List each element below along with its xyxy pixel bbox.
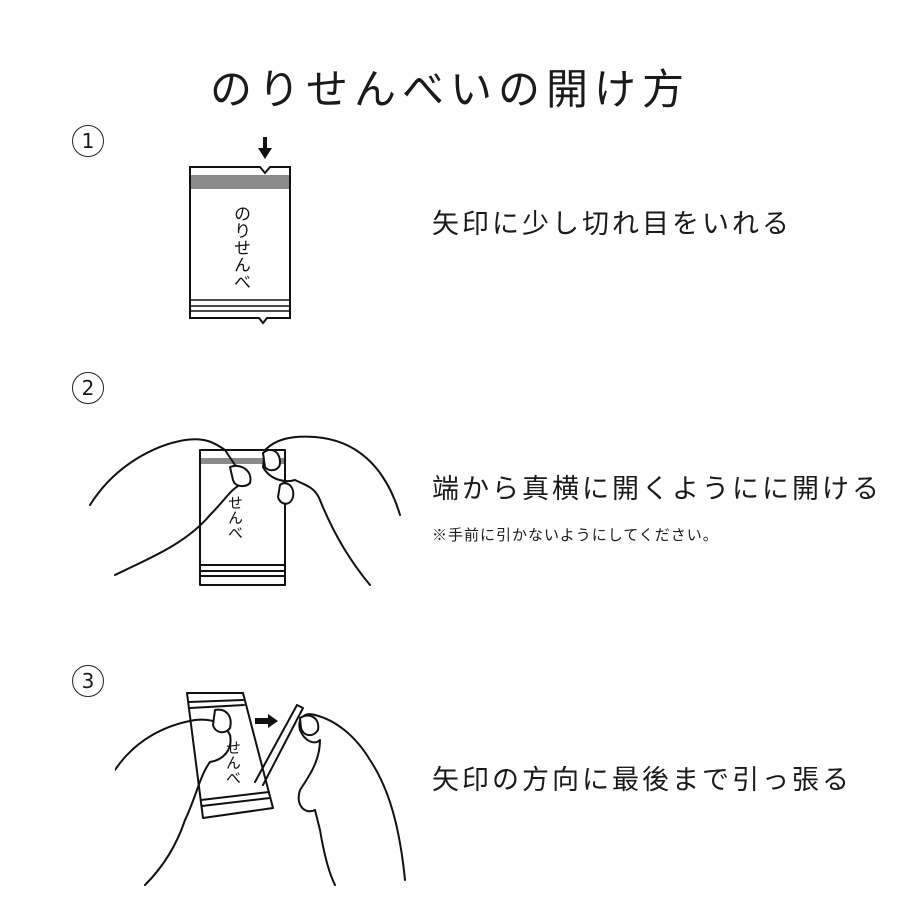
arrow-down-icon xyxy=(258,137,272,159)
page-title: のりせんべいの開け方 xyxy=(209,65,690,115)
step-2-note: ※手前に引かないようにしてください。 xyxy=(432,526,719,544)
step-1-illustration: のりせんべ xyxy=(185,135,295,330)
step-1-number: 1 xyxy=(72,125,104,157)
svg-text:せんべ: せんべ xyxy=(226,495,244,540)
arrow-right-icon xyxy=(255,714,278,728)
step-2-text: 端から真横に開くようにに開ける xyxy=(432,474,882,505)
step-3-text: 矢印の方向に最後まで引っ張る xyxy=(432,765,852,796)
svg-text:せんべ: せんべ xyxy=(224,740,242,785)
package-label: のりせんべ xyxy=(230,205,251,290)
step-1-text: 矢印に少し切れ目をいれる xyxy=(432,209,792,240)
step-2-illustration: せんべ xyxy=(85,425,405,595)
step-3-illustration: せんべ xyxy=(115,690,415,890)
step-3-number: 3 xyxy=(72,665,104,697)
step-2-number: 2 xyxy=(72,372,104,404)
